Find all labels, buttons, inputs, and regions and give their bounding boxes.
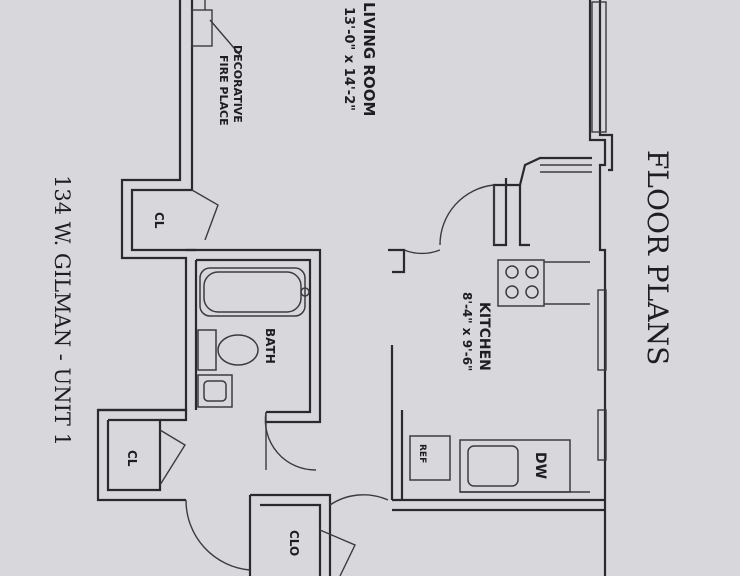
- kitchen-dims: 8'-4" x 9'-6": [460, 292, 474, 371]
- kitchen-fixtures: [409, 259, 590, 493]
- door-swings: [159, 184, 495, 576]
- living-room-label: LIVING ROOM: [360, 2, 378, 116]
- fireplace: [191, 0, 241, 56]
- closet-label-b: CL: [125, 450, 139, 467]
- closet-label-c: CLO: [287, 530, 301, 556]
- fireplace-label-1: DECORATIVE: [231, 45, 244, 123]
- unit-address: 134 W. GILMAN - UNIT 1: [50, 175, 74, 446]
- living-room-dims: 13'-0" x 14'-2": [341, 7, 356, 111]
- exterior-walls: [96, 0, 614, 576]
- interior-walls: [98, 156, 605, 576]
- closet-label-a: CL: [152, 212, 166, 229]
- bath-fixtures: [197, 267, 310, 408]
- dishwasher-label: DW: [532, 452, 548, 479]
- kitchen-label: KITCHEN: [476, 302, 492, 371]
- fireplace-label-2: FIRE PLACE: [217, 55, 230, 126]
- bath-label: BATH: [263, 328, 277, 364]
- fridge-label: REF: [417, 444, 427, 463]
- page-title: FLOOR PLANS: [641, 150, 674, 365]
